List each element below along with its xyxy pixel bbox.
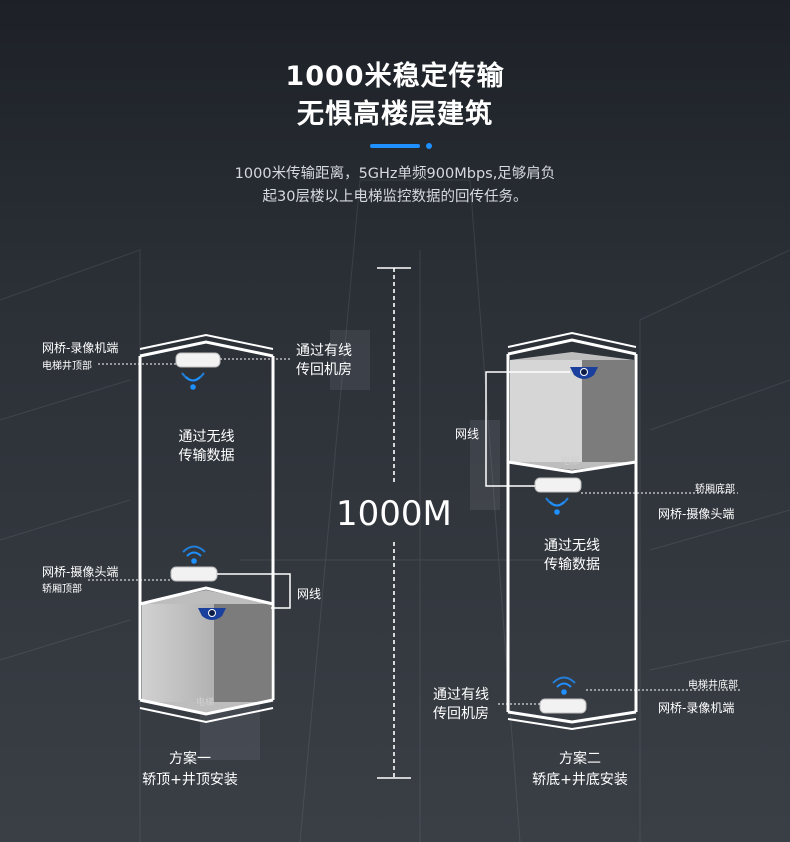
scheme2-cab-wifi-icon <box>545 497 569 515</box>
scheme2-caption-1: 方案二 <box>559 751 601 767</box>
scheme2-wireless-1: 通过无线 <box>544 538 600 554</box>
scheme2-bottom-bridge-device <box>539 698 587 714</box>
scheme2-cable-label: 网线 <box>455 427 480 441</box>
scheme2-wired-return-1: 通过有线 <box>433 687 489 703</box>
scheme1-caption-2: 轿顶+井顶安装 <box>142 772 238 788</box>
scheme1-elevator-cab <box>139 586 274 724</box>
page-title: 1000米稳定传输 <box>285 61 505 92</box>
scheme1-caption-1: 方案一 <box>169 751 211 767</box>
scheme1-wired-return-1: 通过有线 <box>296 343 352 359</box>
distance-marker <box>377 267 411 779</box>
scheme1-cab-bridge-label: 网桥-摄像头端 <box>42 565 119 579</box>
scheme1-dome-camera <box>198 608 226 620</box>
scheme1-top-device-sub: 电梯井顶部 <box>42 361 92 372</box>
scheme2-elevator-cab <box>507 352 637 474</box>
distance-label: 1000M <box>336 494 452 534</box>
scheme1-wireless-1: 通过无线 <box>178 429 235 445</box>
page-title-line-2: 无惧高楼层建筑 <box>297 99 493 130</box>
scheme1-wired-return-2: 传回机房 <box>296 362 352 378</box>
subtitle-line-2: 起30层楼以上电梯监控数据的回传任务。 <box>262 189 528 205</box>
scheme1-cab-bridge-device <box>170 566 218 582</box>
scheme1-cab-bridge-sub: 轿厢顶部 <box>42 584 82 595</box>
scheme2-bottom-device-sub: 电梯井底部 <box>688 680 738 691</box>
scheme2-wireless-2: 传输数据 <box>544 557 600 573</box>
scheme2-cab-bridge-sub: 轿厢底部 <box>695 484 735 495</box>
scheme2-bottom-wifi-icon <box>552 676 576 695</box>
scheme1-cable-line <box>217 573 291 609</box>
scheme2-bottom-device-label: 网桥-录像机端 <box>658 701 735 715</box>
scheme2-shaft <box>506 331 638 731</box>
scheme2-wired-return-2: 传回机房 <box>433 706 489 722</box>
scheme1-shaft <box>138 333 275 700</box>
scheme1-cab-label: 电梯 <box>195 698 214 708</box>
scheme2-cable-line <box>485 371 570 487</box>
scheme1-wireless-2: 传输数据 <box>178 448 235 464</box>
accent-underline <box>370 143 432 149</box>
scheme2-cab-label: 电梯 <box>560 457 579 467</box>
subtitle-line-1: 1000米传输距离，5GHz单频900Mbps,足够肩负 <box>234 166 556 182</box>
scheme2-cab-bridge-device <box>534 477 582 493</box>
scheme2-dome-camera <box>570 367 598 379</box>
scheme1-top-bridge-device <box>175 352 221 368</box>
scheme2-cab-bridge-label: 网桥-摄像头端 <box>658 507 735 521</box>
scheme2-caption-2: 轿底+井底安装 <box>532 772 628 788</box>
scheme1-top-wifi-icon <box>181 372 205 390</box>
scheme1-top-device-label: 网桥-录像机端 <box>42 341 119 355</box>
scheme1-cab-wifi-icon <box>182 545 206 564</box>
scheme1-cable-label: 网线 <box>297 587 322 601</box>
